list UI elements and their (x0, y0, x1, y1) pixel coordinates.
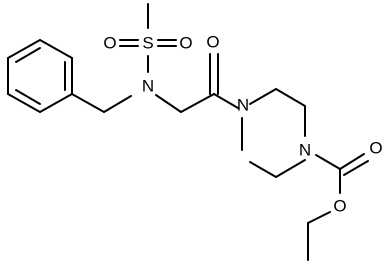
sulfonyl-oxygen-left-label: O (103, 34, 116, 53)
carbamate-nitrogen-label: N (299, 141, 311, 160)
ester-oxygen-label: O (333, 197, 346, 216)
n-carbamate-bond (315, 154, 341, 170)
amide-oxygen-label: O (206, 33, 219, 52)
carbonyl-oxygen-label: O (369, 139, 382, 158)
sulfonamide-nitrogen-label: N (142, 77, 154, 96)
amide-nitrogen-label: N (237, 96, 249, 115)
n-ch2-bond (155, 94, 182, 113)
sulfonyl-oxygen-right-label: O (179, 34, 192, 53)
carbamate-co-bond-b (343, 160, 369, 176)
piperazine-ring (241, 88, 306, 178)
benzyl-bond-2 (103, 95, 132, 113)
benzene-ring (7, 39, 73, 113)
benzyl-bond-1 (71, 93, 105, 113)
ch2-co-bond (180, 93, 215, 113)
o-ethyl-bond (307, 211, 331, 224)
carbamate-co-bond-a (339, 153, 365, 170)
co-n-bond (213, 93, 239, 109)
sulfur-label: S (142, 34, 153, 53)
